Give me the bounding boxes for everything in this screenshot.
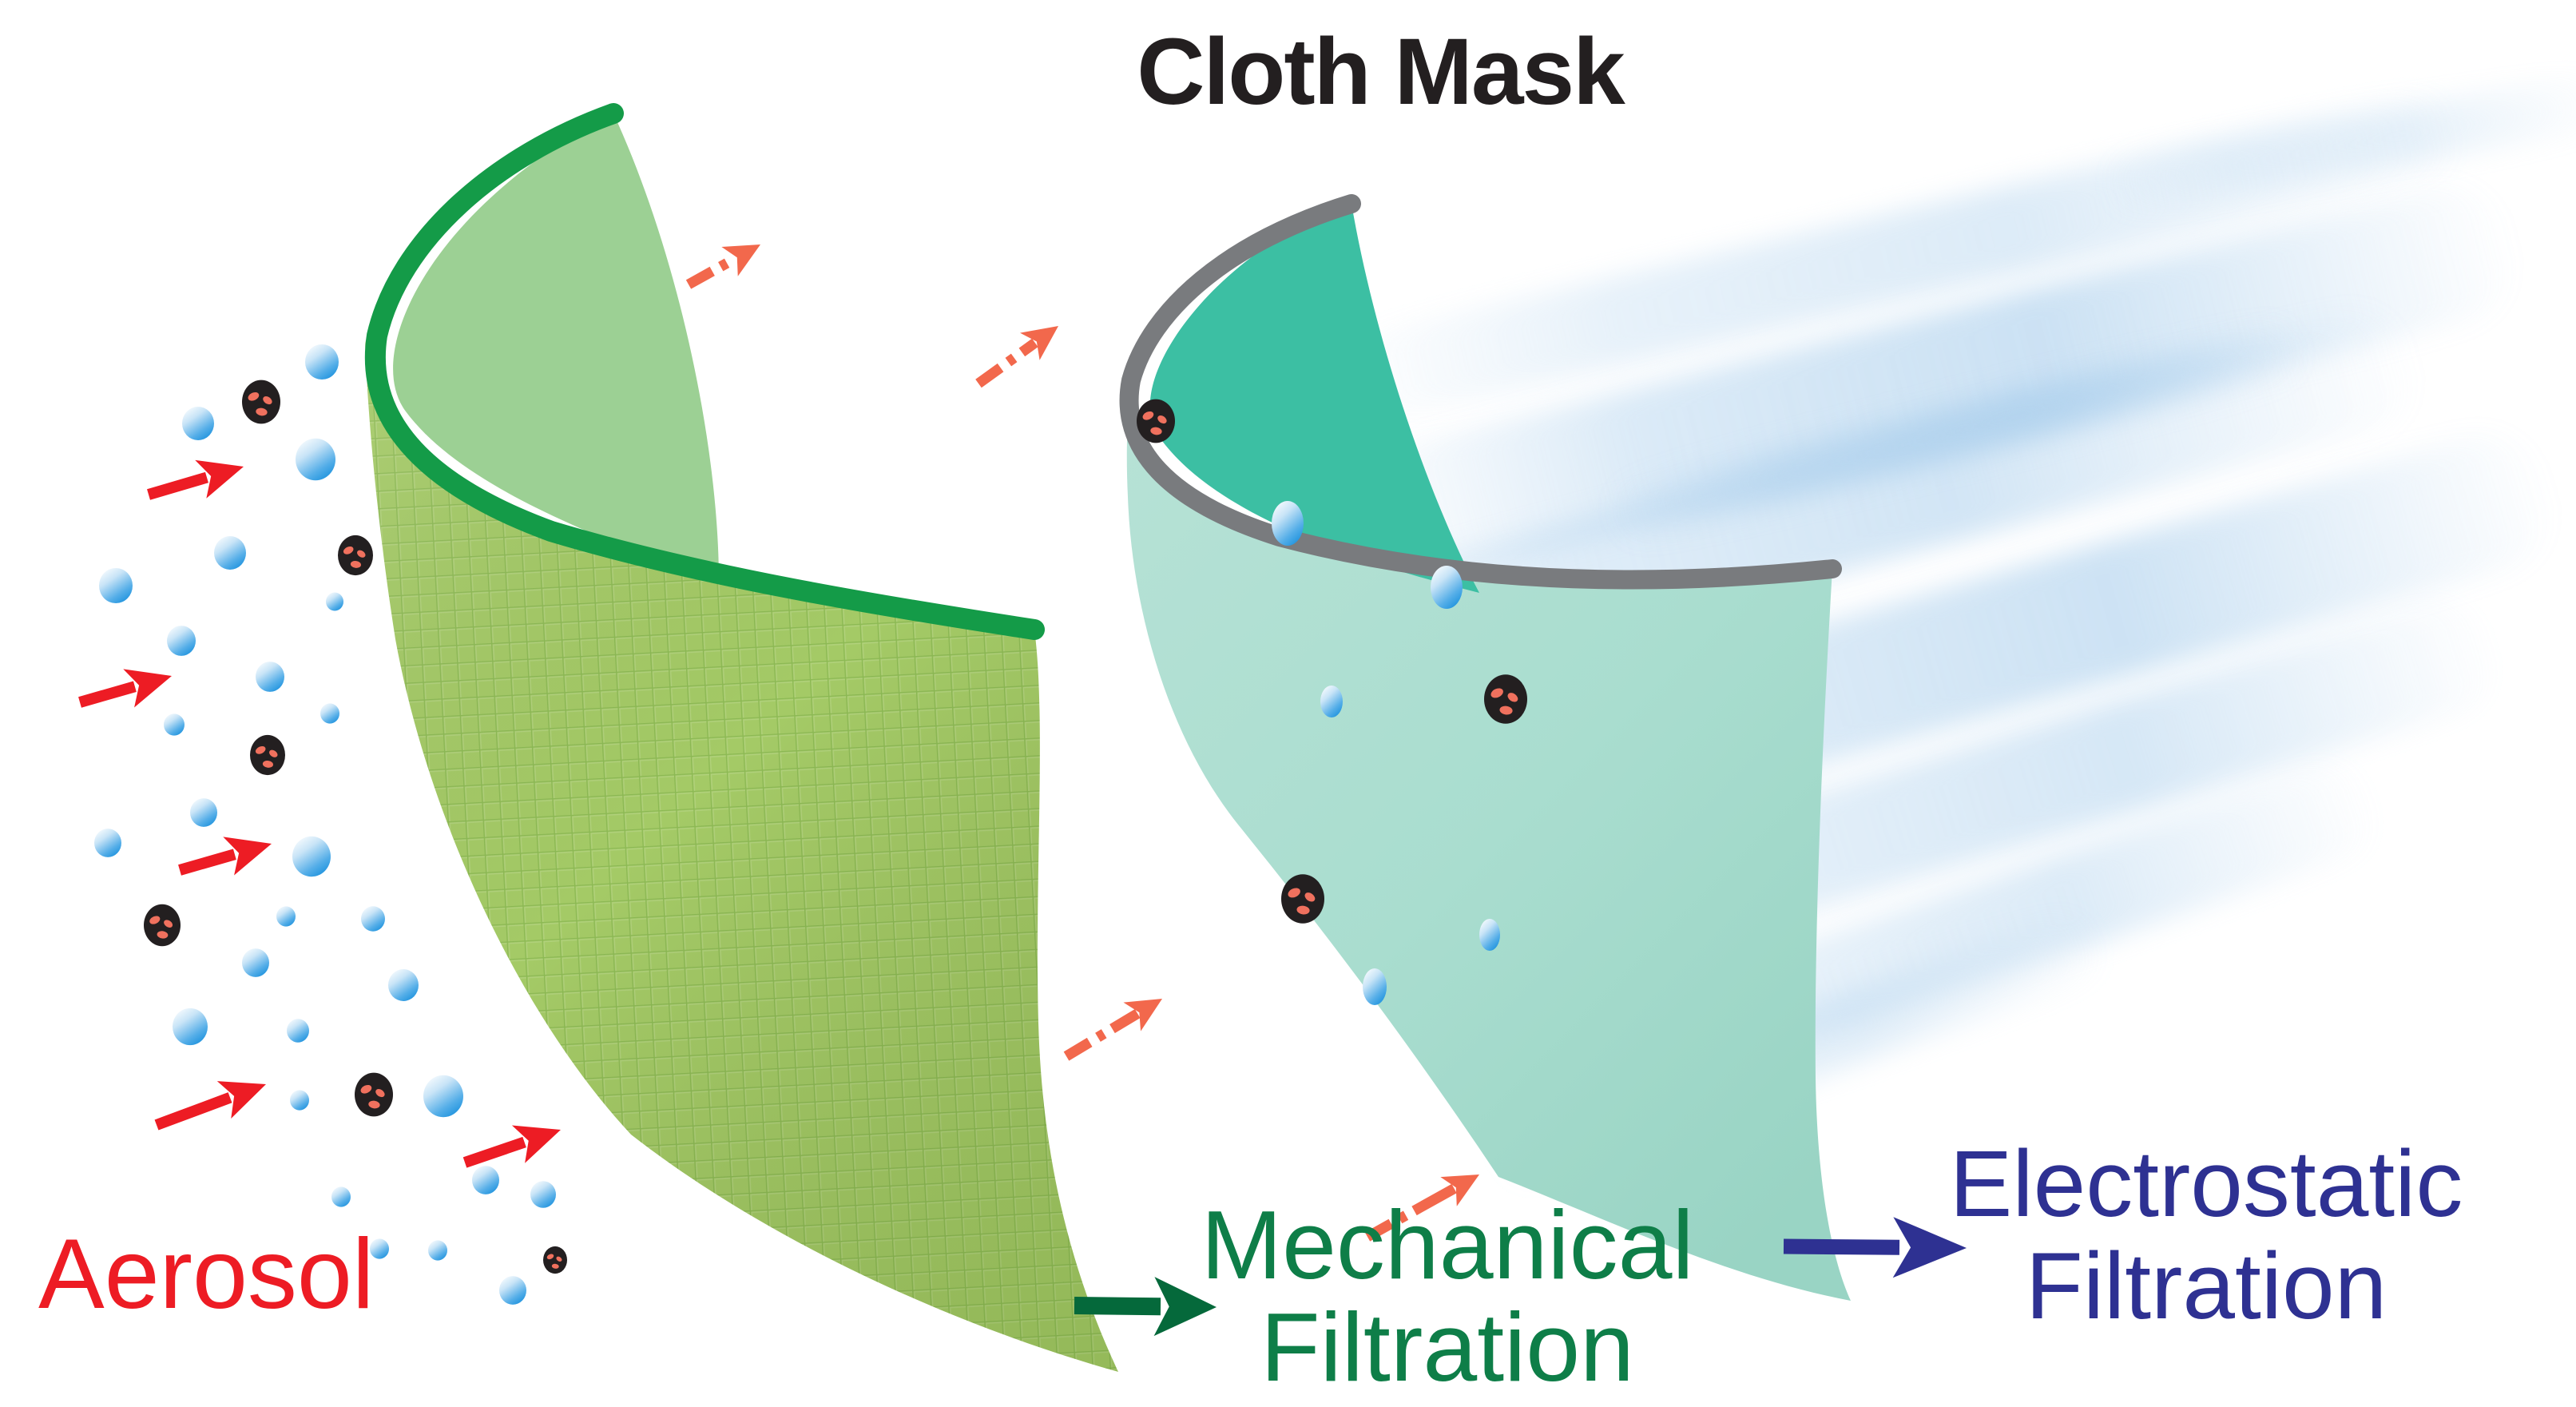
virus-particle — [250, 734, 285, 776]
aerosol-droplet — [94, 829, 121, 857]
aerosol-droplet — [164, 713, 185, 736]
aerosol-droplet — [214, 536, 246, 570]
airflow-streak — [2100, 75, 2576, 213]
virus-particle — [543, 1246, 567, 1274]
aerosol-droplet — [320, 703, 339, 724]
aerosol-droplet — [370, 1238, 389, 1259]
aerosol-flow-arrow — [78, 669, 172, 708]
aerosol-droplet — [296, 438, 335, 481]
aerosol-flow-arrow — [178, 837, 272, 876]
aerosol-droplet — [388, 969, 419, 1001]
aerosol-droplet — [326, 592, 343, 611]
penetrating-arrow — [975, 326, 1058, 388]
penetrating-arrow — [1063, 999, 1162, 1061]
aerosol-droplet — [530, 1181, 556, 1208]
virus-particle — [338, 535, 373, 576]
label-arrows — [1074, 1217, 1967, 1337]
captured-particles — [1137, 399, 1527, 1005]
aerosol-flow-arrow — [462, 1125, 561, 1168]
aerosol-droplet — [182, 407, 214, 440]
mechanical-filtration-arrow — [1074, 1277, 1217, 1337]
captured-droplet — [1320, 686, 1343, 717]
mechanical-layer-folded-rim — [364, 103, 1045, 640]
aerosol-droplet — [290, 1090, 309, 1111]
aerosol-droplet — [428, 1240, 447, 1261]
penetrating-arrow — [685, 244, 760, 289]
mechanical-label-line2: Filtration — [1260, 1293, 1634, 1401]
aerosol-droplet — [256, 662, 284, 692]
page-title: Cloth Mask — [1137, 19, 1625, 125]
aerosol-particle-field — [78, 344, 567, 1305]
aerosol-droplet — [472, 1166, 499, 1194]
electrostatic-filtration-arrow — [1783, 1217, 1967, 1278]
airflow-streak — [1607, 323, 2307, 540]
captured-droplet — [1431, 566, 1463, 609]
aerosol-droplet — [292, 836, 331, 877]
electrostatic-layer-folded-rim — [1119, 194, 1842, 590]
airflow-streaks — [1256, 75, 2576, 1182]
mechanical-layer-mesh-shading — [365, 340, 1118, 1372]
mask-layer-mechanical — [364, 103, 1118, 1372]
aerosol-flow-arrow — [154, 1081, 266, 1131]
mechanical-label-line1: Mechanical — [1201, 1190, 1693, 1299]
aerosol-droplet — [190, 798, 217, 827]
electrostatic-filtration-label: Electrostatic Filtration — [1950, 1131, 2463, 1339]
electrostatic-layer-inner-face — [1149, 204, 1479, 593]
aerosol-droplet — [499, 1276, 526, 1305]
virus-particle — [355, 1072, 393, 1117]
aerosol-droplet — [99, 567, 133, 604]
aerosol-droplet — [331, 1186, 351, 1207]
aerosol-droplet — [173, 1008, 208, 1046]
mechanical-filtration-label: Mechanical Filtration — [1201, 1190, 1693, 1401]
aerosol-droplet — [167, 626, 196, 656]
captured-droplet — [1363, 968, 1387, 1005]
aerosol-label: Aerosol — [38, 1219, 374, 1329]
captured-virus — [1137, 399, 1175, 443]
aerosol-flow-arrow — [147, 459, 244, 500]
aerosol-droplet — [305, 344, 339, 380]
aerosol-droplet — [287, 1019, 309, 1043]
electrostatic-layer-outer-face — [1126, 380, 1851, 1301]
aerosol-droplet — [423, 1075, 463, 1118]
electrostatic-label-line2: Filtration — [2026, 1234, 2387, 1339]
captured-droplet — [1272, 501, 1304, 546]
captured-droplet — [1479, 919, 1500, 951]
penetrating-arrow — [1364, 1174, 1479, 1242]
aerosol-droplet — [276, 906, 296, 927]
virus-particle — [242, 380, 280, 424]
aerosol-droplet — [361, 906, 385, 932]
penetrating-aerosol-arrows — [685, 244, 1479, 1242]
electrostatic-label-line1: Electrostatic — [1950, 1131, 2463, 1237]
mechanical-layer-inner-face — [393, 113, 719, 582]
aerosol-droplet — [242, 948, 269, 977]
mask-layer-electrostatic — [1119, 194, 1851, 1301]
captured-virus — [1281, 874, 1324, 924]
captured-virus — [1484, 674, 1527, 724]
virus-particle — [144, 904, 181, 947]
